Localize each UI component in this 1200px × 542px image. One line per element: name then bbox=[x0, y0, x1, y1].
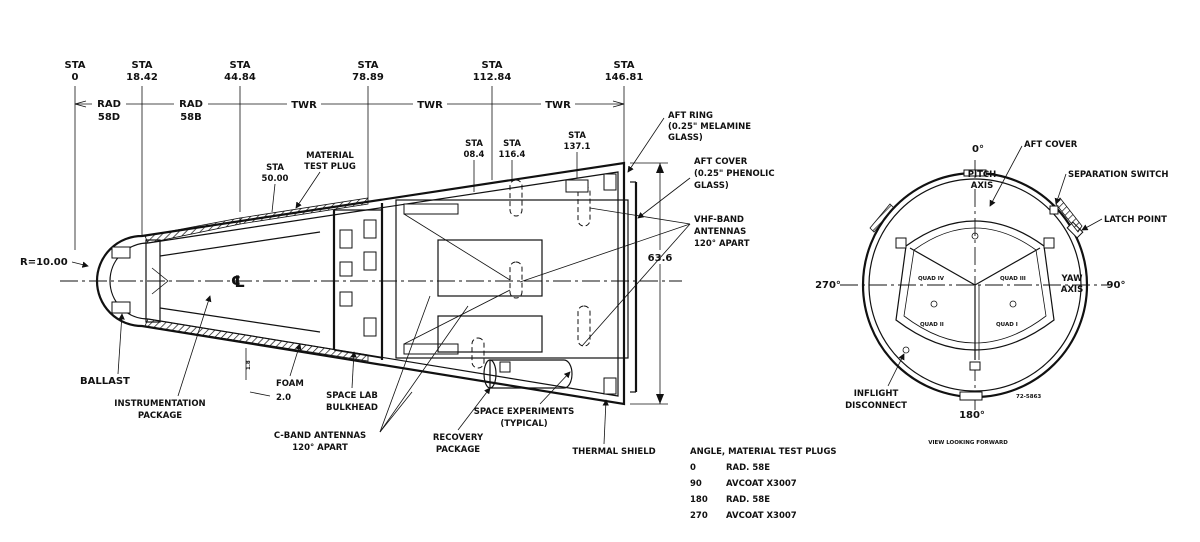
plug-table-header: ANGLE, MATERIAL TEST PLUGS bbox=[690, 447, 837, 457]
zone-twr-3: TWR bbox=[545, 100, 571, 111]
inner-sta-3-value: 137.1 bbox=[564, 142, 591, 152]
plug-row-3-angle: 270 bbox=[690, 511, 708, 521]
plug-row-3-material: AVCOAT X3007 bbox=[726, 511, 797, 521]
zone-58d: 58D bbox=[98, 112, 120, 123]
plug-row-0-angle: 0 bbox=[690, 463, 696, 473]
cband-label-2: 120° APART bbox=[292, 443, 348, 453]
bulkhead-label-2: BULKHEAD bbox=[326, 403, 378, 413]
material-test-plug-table: ANGLE, MATERIAL TEST PLUGS 0 RAD. 58E 90… bbox=[690, 447, 837, 521]
end-aft-cover-label: AFT COVER bbox=[1024, 140, 1078, 150]
quad-ii-label: QUAD II bbox=[920, 322, 944, 328]
pitch-axis-label-2: AXIS bbox=[971, 181, 993, 191]
view-looking-forward-caption: VIEW LOOKING FORWARD bbox=[928, 440, 1008, 446]
separation-switch-label: SEPARATION SWITCH bbox=[1068, 170, 1169, 180]
station-headers: STA 0 STA 18.42 STA 44.84 STA 78.89 STA … bbox=[65, 60, 644, 83]
vhf-label-2: ANTENNAS bbox=[694, 227, 746, 237]
end-view: QUAD IV QUAD III QUAD II QUAD I 0° PITCH… bbox=[815, 140, 1168, 446]
aft-ring-label-3: GLASS) bbox=[668, 133, 703, 143]
inner-sta-1-label: STA bbox=[465, 139, 483, 149]
station-lines bbox=[74, 86, 625, 250]
inner-sta-1-value: 08.4 bbox=[464, 150, 485, 160]
station-5-value: 146.81 bbox=[605, 72, 644, 83]
recovery-label-2: PACKAGE bbox=[436, 445, 480, 455]
quad-i-label: QUAD I bbox=[996, 322, 1018, 328]
cband-label-1: C-BAND ANTENNAS bbox=[274, 431, 366, 441]
latch-point-label: LATCH POINT bbox=[1104, 215, 1167, 225]
space-exp-label-2: (TYPICAL) bbox=[500, 419, 547, 429]
dim-1-8: 1.8 bbox=[246, 360, 252, 370]
yaw-axis-label-1: YAW bbox=[1061, 274, 1084, 284]
station-0-label: STA bbox=[65, 60, 86, 71]
ballast-label: BALLAST bbox=[80, 376, 130, 387]
station-3-label: STA bbox=[358, 60, 379, 71]
inner-sta-2-label: STA bbox=[503, 139, 521, 149]
radius-label: R=10.00 bbox=[20, 257, 68, 268]
station-5-label: STA bbox=[614, 60, 635, 71]
yaw-axis-label-2: AXIS bbox=[1061, 285, 1083, 295]
zone-rad-2: RAD bbox=[179, 99, 203, 110]
instrumentation-label-1: INSTRUMENTATION bbox=[114, 399, 205, 409]
zone-twr-1: TWR bbox=[291, 100, 317, 111]
plug-row-0-material: RAD. 58E bbox=[726, 463, 770, 473]
station-4-value: 112.84 bbox=[473, 72, 512, 83]
station-1-label: STA bbox=[132, 60, 153, 71]
aft-ring-label-1: AFT RING bbox=[668, 111, 713, 121]
foam-label: FOAM bbox=[276, 379, 304, 389]
zone-twr-2: TWR bbox=[417, 100, 443, 111]
station-2-label: STA bbox=[230, 60, 251, 71]
vhf-label-1: VHF-BAND bbox=[694, 215, 744, 225]
plug-row-2-angle: 180 bbox=[690, 495, 708, 505]
pitch-axis-label-1: PITCH bbox=[968, 170, 997, 180]
centerline-symbol: ℄ bbox=[231, 272, 245, 291]
station-0-value: 0 bbox=[72, 72, 79, 83]
station-3-value: 78.89 bbox=[352, 72, 384, 83]
aft-cover-label-1: AFT COVER bbox=[694, 157, 748, 167]
quad-iv-label: QUAD IV bbox=[918, 276, 945, 282]
quad-iii-label: QUAD III bbox=[1000, 276, 1026, 282]
aft-cover-label-3: GLASS) bbox=[694, 181, 729, 191]
recovery-label-1: RECOVERY bbox=[433, 433, 484, 443]
inflight-disconnect-label-1: INFLIGHT bbox=[854, 389, 899, 399]
instrumentation-label-2: PACKAGE bbox=[138, 411, 182, 421]
inner-sta-2-value: 116.4 bbox=[499, 150, 526, 160]
station-1-value: 18.42 bbox=[126, 72, 158, 83]
zone-58b: 58B bbox=[180, 112, 202, 123]
material-test-plug-label-2: TEST PLUG bbox=[304, 162, 356, 172]
side-labels: R=10.00 STA 50.00 MATERIAL TEST PLUG AFT… bbox=[20, 111, 775, 457]
inflight-disconnect-label-2: DISCONNECT bbox=[845, 401, 907, 411]
sta50-value: 50.00 bbox=[262, 174, 289, 184]
zone-labels: RAD 58D RAD 58B TWR TWR TWR bbox=[92, 97, 575, 123]
height-dimension: 63.6 bbox=[630, 162, 674, 405]
zone-rad-1: RAD bbox=[97, 99, 121, 110]
inner-stations: STA 08.4 STA 116.4 STA 137.1 bbox=[464, 131, 591, 192]
drawing-ref: 72-5863 bbox=[1016, 394, 1041, 400]
aft-ring-label-2: (0.25" MELAMINE bbox=[668, 122, 751, 132]
plug-row-1-angle: 90 bbox=[690, 479, 702, 489]
station-2-value: 44.84 bbox=[224, 72, 256, 83]
sta50-label: STA bbox=[266, 163, 284, 173]
aft-cover-label-2: (0.25" PHENOLIC bbox=[694, 169, 775, 179]
bulkhead-label-1: SPACE LAB bbox=[326, 391, 378, 401]
cone-body bbox=[95, 161, 638, 406]
thermal-shield-label: THERMAL SHIELD bbox=[572, 447, 655, 457]
inner-sta-3-label: STA bbox=[568, 131, 586, 141]
end-view-90deg: 90° bbox=[1107, 280, 1126, 291]
vhf-label-3: 120° APART bbox=[694, 239, 750, 249]
station-4-label: STA bbox=[482, 60, 503, 71]
space-exp-label-1: SPACE EXPERIMENTS bbox=[474, 407, 575, 417]
end-view-180deg: 180° bbox=[959, 410, 985, 421]
plug-row-2-material: RAD. 58E bbox=[726, 495, 770, 505]
plug-row-1-material: AVCOAT X3007 bbox=[726, 479, 797, 489]
height-value: 63.6 bbox=[648, 253, 673, 264]
end-view-270deg: 270° bbox=[815, 280, 841, 291]
end-view-0deg: 0° bbox=[972, 144, 984, 155]
dim-2-0: 2.0 bbox=[276, 393, 291, 403]
material-test-plug-label-1: MATERIAL bbox=[306, 151, 354, 161]
